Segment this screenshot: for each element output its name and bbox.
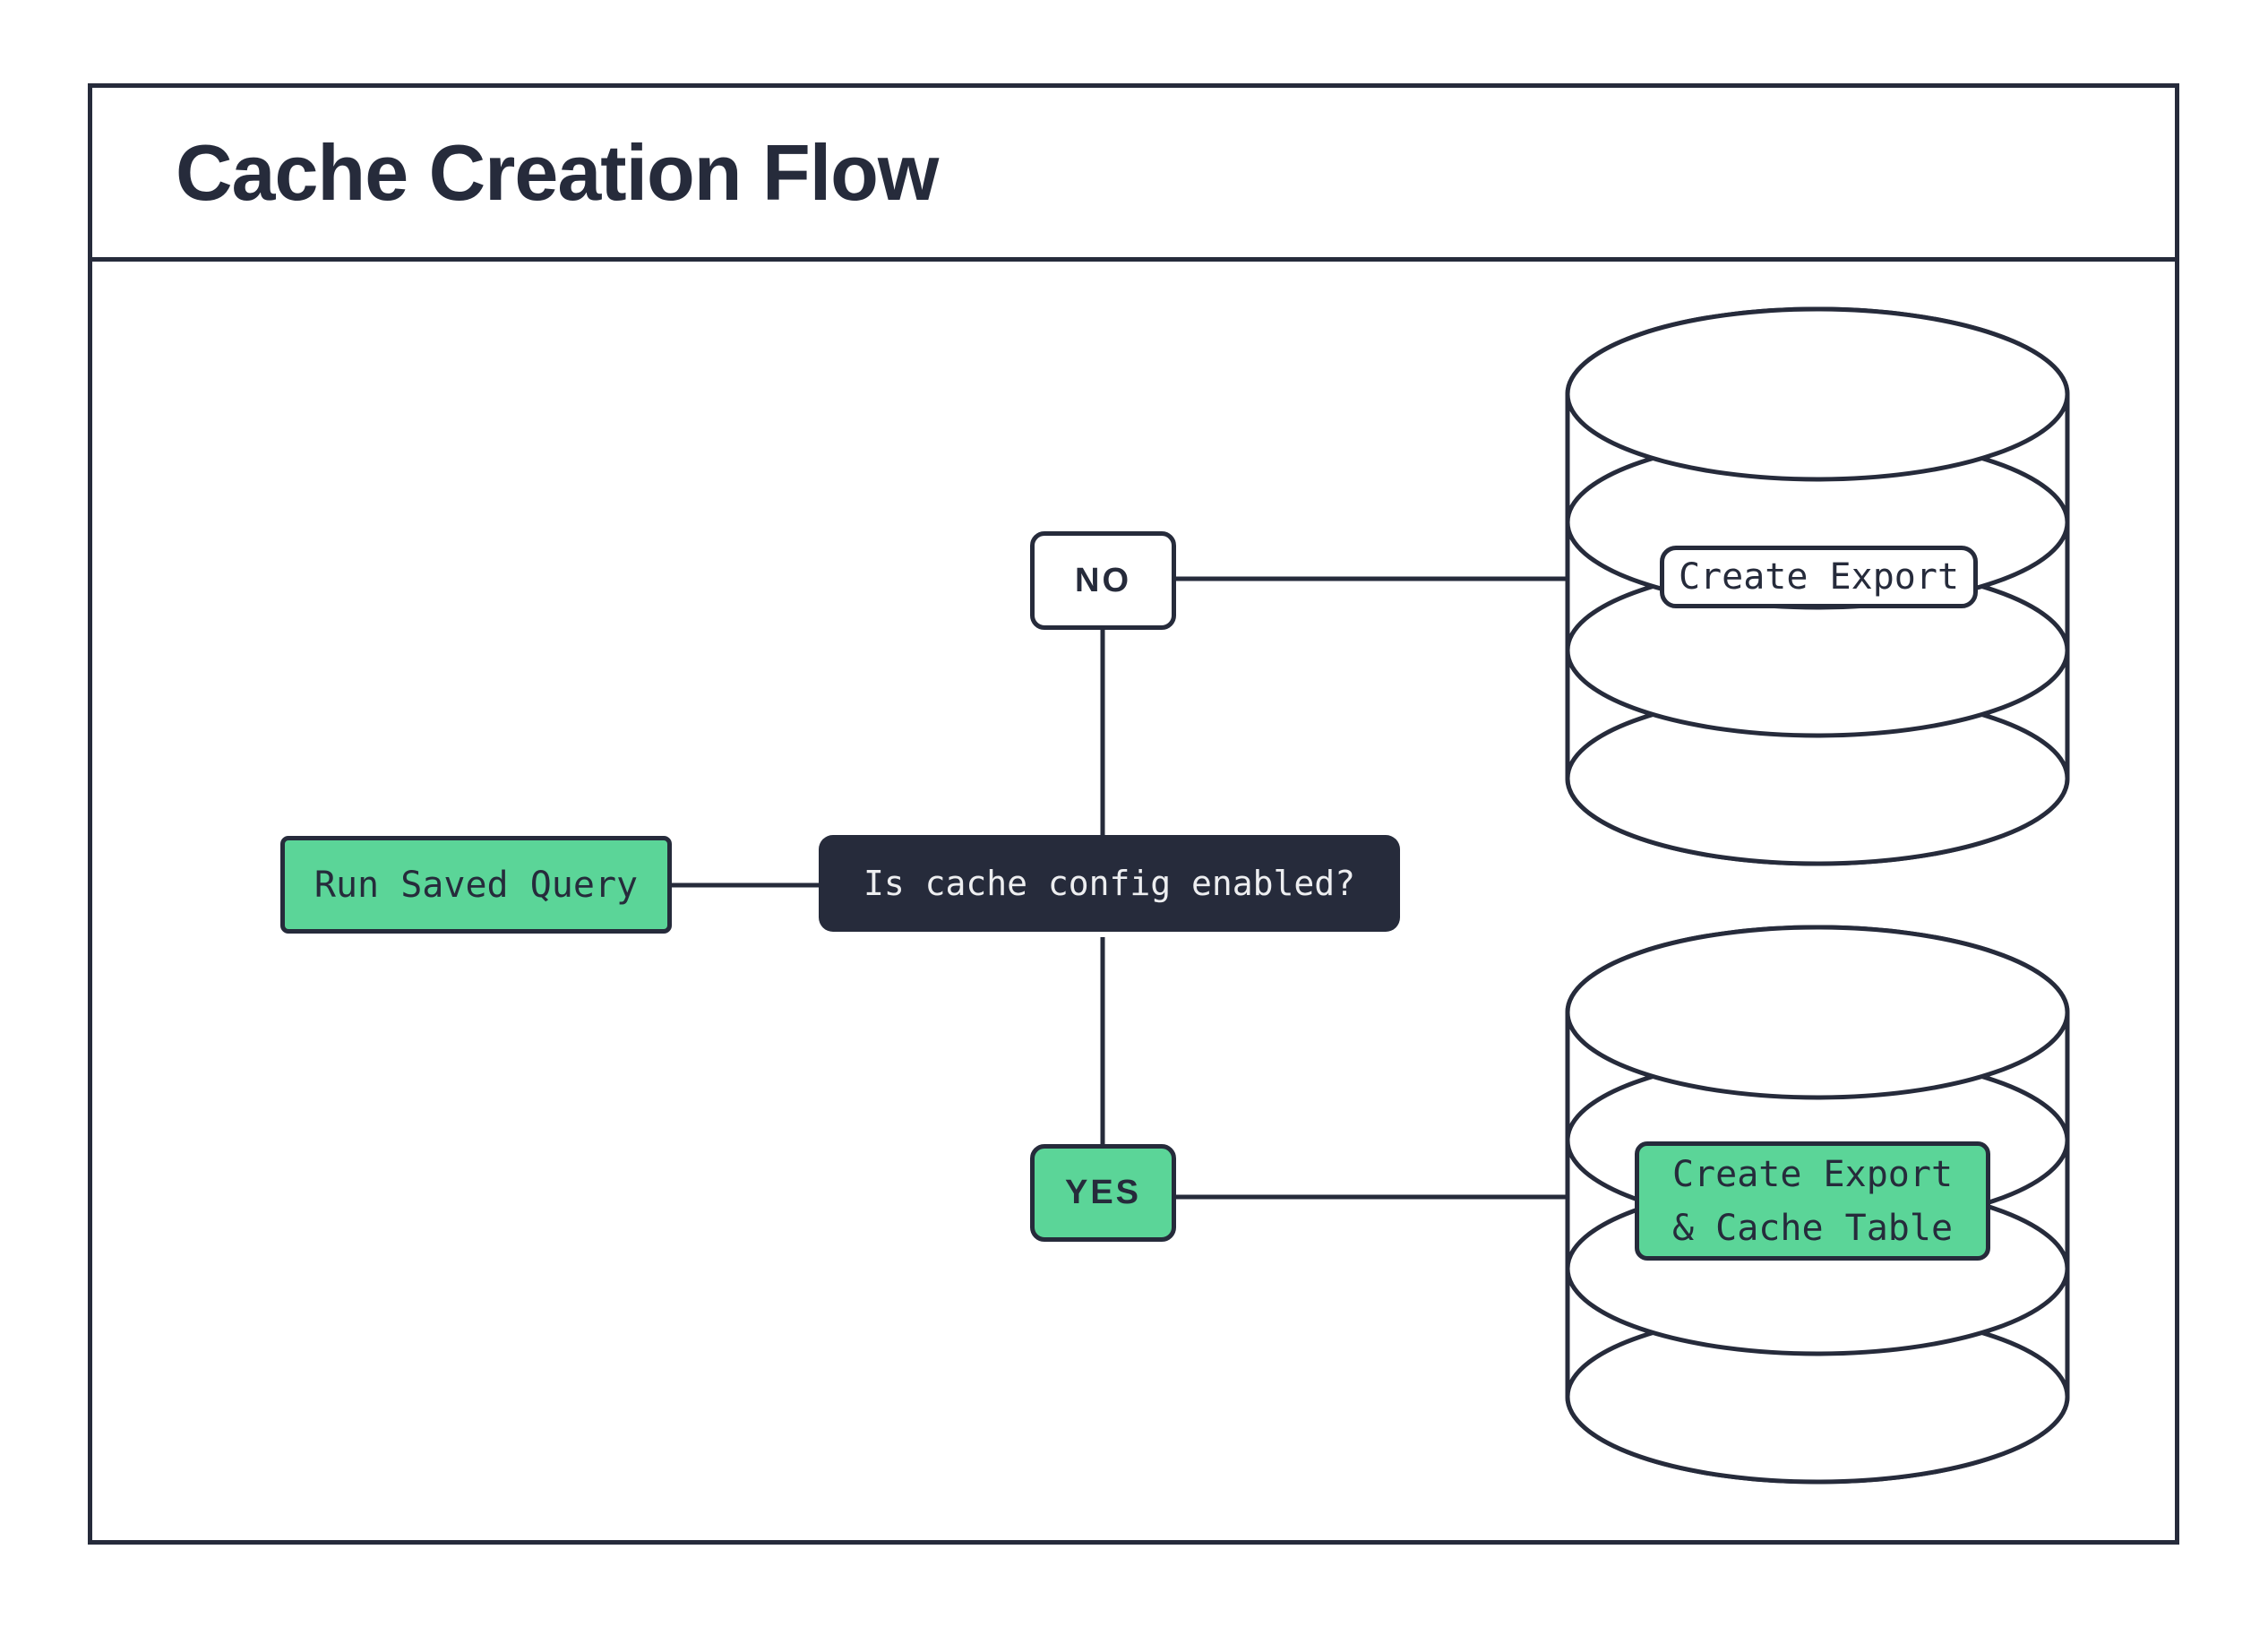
node-cache-config-decision-label: Is cache config enabled? — [863, 864, 1356, 903]
node-create-export-label: Create Export — [1678, 556, 1960, 598]
node-no-branch: NO — [1030, 531, 1176, 630]
page-title: Cache Creation Flow — [176, 127, 939, 217]
node-yes-branch: YES — [1030, 1144, 1176, 1242]
node-yes-branch-label: YES — [1064, 1174, 1142, 1211]
node-run-saved-query: Run Saved Query — [280, 836, 672, 934]
node-create-export-cache-table: Create Export & Cache Table — [1635, 1141, 1990, 1261]
title-bar: Cache Creation Flow — [88, 83, 2179, 262]
node-no-branch-label: NO — [1075, 561, 1131, 599]
node-create-export-cache-table-line1: Create Export — [1671, 1153, 1954, 1195]
node-create-export: Create Export — [1660, 546, 1978, 608]
node-create-export-cache-table-line2: & Cache Table — [1671, 1207, 1954, 1249]
node-cache-config-decision: Is cache config enabled? — [819, 835, 1400, 932]
connector-lines — [672, 576, 1568, 1200]
node-run-saved-query-label: Run Saved Query — [314, 864, 639, 906]
